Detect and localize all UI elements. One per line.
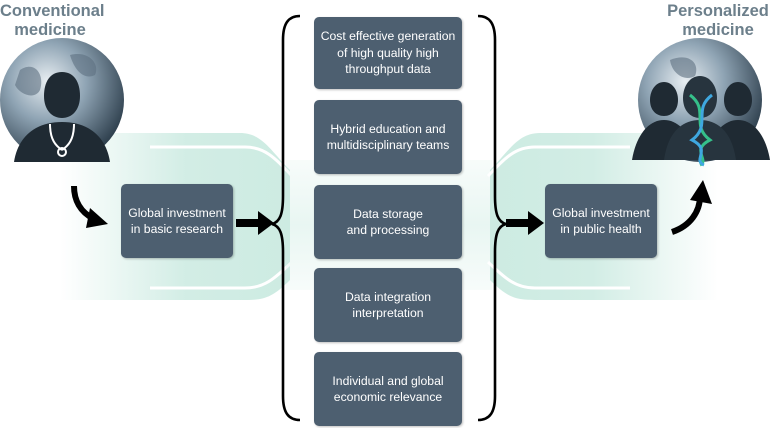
arrow-right-icon-left	[236, 211, 274, 235]
globe-doctor-icon	[0, 38, 124, 162]
center-box-education: Hybrid education and multidisciplinary t…	[314, 100, 462, 174]
center-box-data-storage: Data storage and processing	[314, 185, 462, 259]
center-box-economic-relevance: Individual and global economic relevance	[314, 352, 462, 426]
public-health-box: Global investment in public health	[545, 184, 657, 258]
arrow-right-icon-right	[506, 211, 544, 235]
right-band-stripe-bottom	[486, 260, 630, 290]
center-box-data-generation: Cost effective generation of high qualit…	[314, 17, 462, 89]
globe-people-dna-icon	[632, 38, 770, 167]
right-band-stripe-top	[486, 145, 630, 178]
conventional-medicine-heading: Conventional medicine	[0, 2, 105, 39]
basic-research-box: Global investment in basic research	[121, 184, 233, 258]
curved-arrow-down-icon	[71, 185, 108, 228]
personalized-medicine-heading: Personalized medicine	[667, 2, 769, 39]
right-brace	[477, 14, 507, 422]
curved-arrow-up-icon	[670, 180, 712, 235]
center-box-data-integration: Data integration interpretation	[314, 268, 462, 342]
left-brace	[271, 14, 301, 422]
